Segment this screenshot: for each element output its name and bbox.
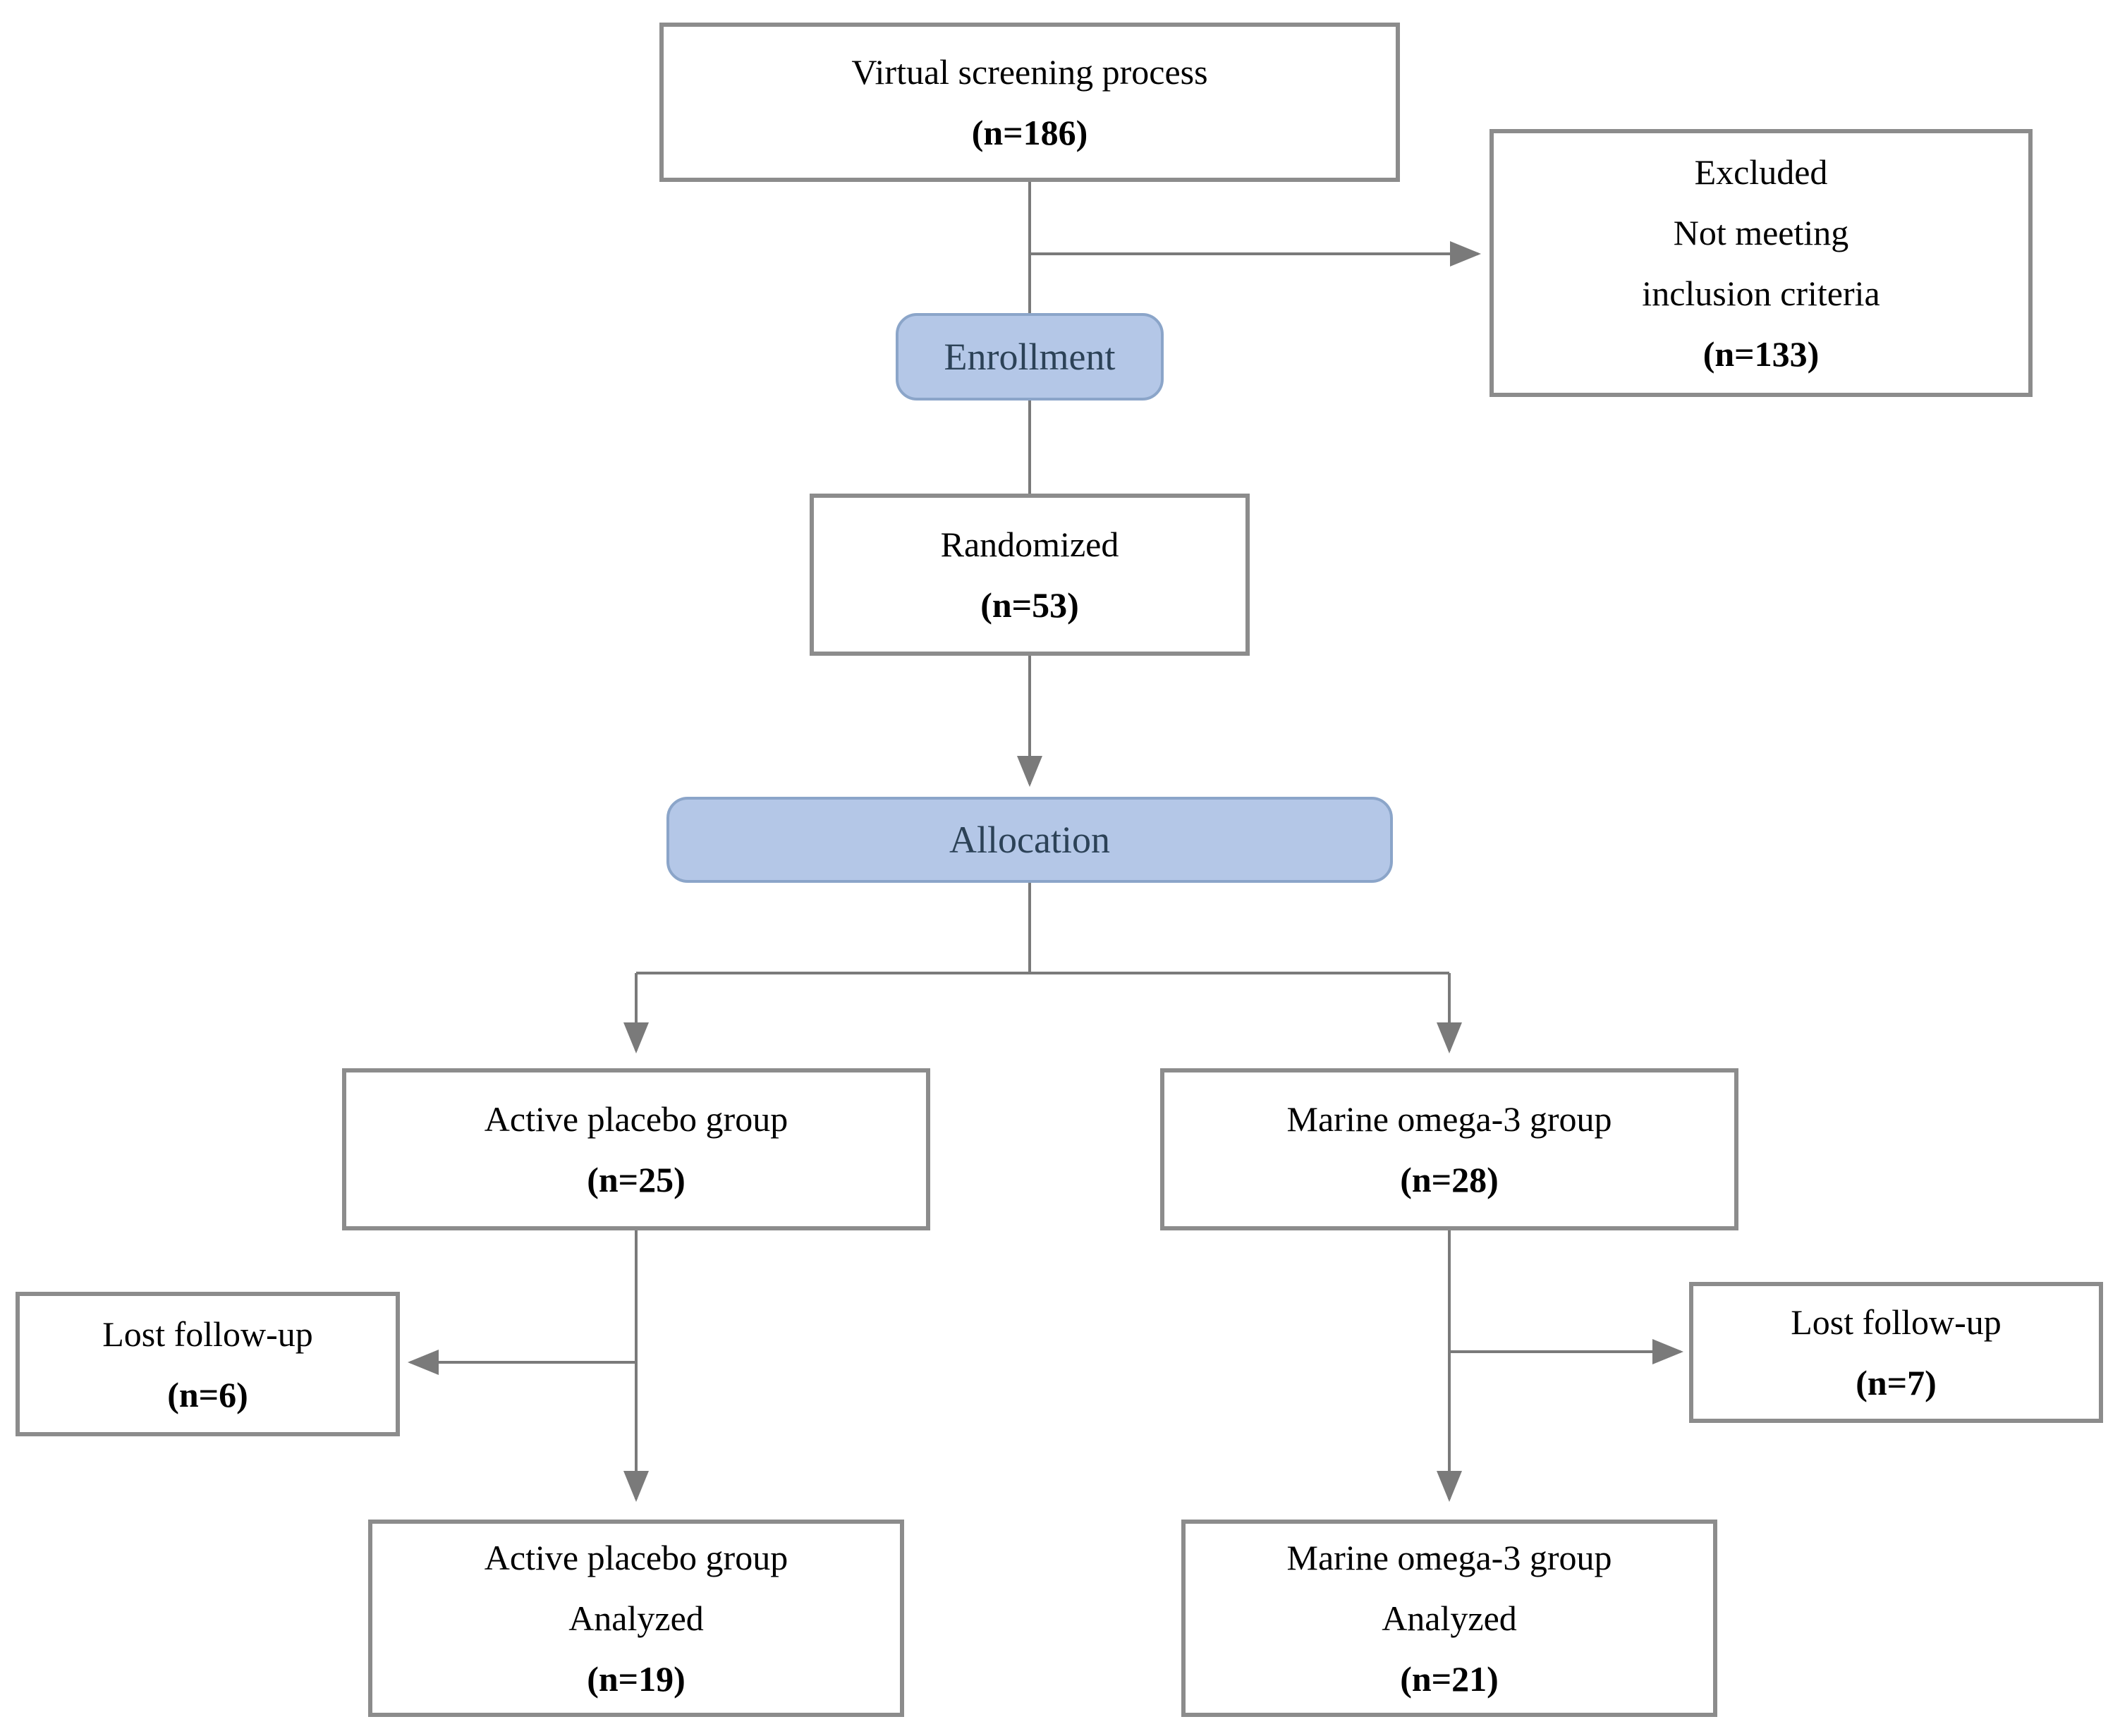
lost-followup-left-count: (n=6) xyxy=(167,1374,248,1414)
excluded-count: (n=133) xyxy=(1702,334,1820,374)
marine-omega3-title: Marine omega-3 group xyxy=(1286,1099,1612,1139)
active-placebo-title: Active placebo group xyxy=(484,1099,788,1139)
lost-followup-left-box: Lost follow-up (n=6) xyxy=(16,1292,400,1436)
active-placebo-group-box: Active placebo group (n=25) xyxy=(342,1068,930,1230)
active-placebo-analyzed-box: Active placebo group Analyzed (n=19) xyxy=(368,1520,904,1717)
lost-followup-right-title: Lost follow-up xyxy=(1791,1302,2002,1342)
randomized-box: Randomized (n=53) xyxy=(810,494,1250,656)
excluded-title: Excluded xyxy=(1694,152,1828,192)
allocation-stage-pill: Allocation xyxy=(666,797,1393,883)
marine-omega3-analyzed-count: (n=21) xyxy=(1400,1659,1499,1699)
excluded-reason-line1: Not meeting xyxy=(1673,213,1849,252)
marine-omega3-analyzed-box: Marine omega-3 group Analyzed (n=21) xyxy=(1181,1520,1717,1717)
marine-omega3-analyzed-subtitle: Analyzed xyxy=(1382,1599,1517,1638)
active-placebo-analyzed-subtitle: Analyzed xyxy=(568,1599,704,1638)
enrollment-stage-pill: Enrollment xyxy=(896,313,1164,401)
screening-box: Virtual screening process (n=186) xyxy=(659,23,1400,182)
active-placebo-analyzed-title: Active placebo group xyxy=(484,1538,788,1577)
lost-followup-right-count: (n=7) xyxy=(1856,1363,1937,1402)
lost-followup-right-box: Lost follow-up (n=7) xyxy=(1689,1282,2103,1423)
marine-omega3-count: (n=28) xyxy=(1400,1160,1499,1199)
randomized-count: (n=53) xyxy=(980,585,1079,625)
lost-followup-left-title: Lost follow-up xyxy=(102,1314,313,1354)
marine-omega3-group-box: Marine omega-3 group (n=28) xyxy=(1160,1068,1738,1230)
randomized-title: Randomized xyxy=(940,525,1119,564)
enrollment-stage-label: Enrollment xyxy=(944,336,1116,378)
active-placebo-analyzed-count: (n=19) xyxy=(587,1659,686,1699)
allocation-stage-label: Allocation xyxy=(949,819,1110,861)
active-placebo-count: (n=25) xyxy=(587,1160,686,1199)
screening-count: (n=186) xyxy=(971,113,1088,152)
marine-omega3-analyzed-title: Marine omega-3 group xyxy=(1286,1538,1612,1577)
screening-title: Virtual screening process xyxy=(851,52,1208,92)
excluded-reason-line2: inclusion criteria xyxy=(1642,274,1880,313)
excluded-box: Excluded Not meeting inclusion criteria … xyxy=(1490,129,2033,397)
